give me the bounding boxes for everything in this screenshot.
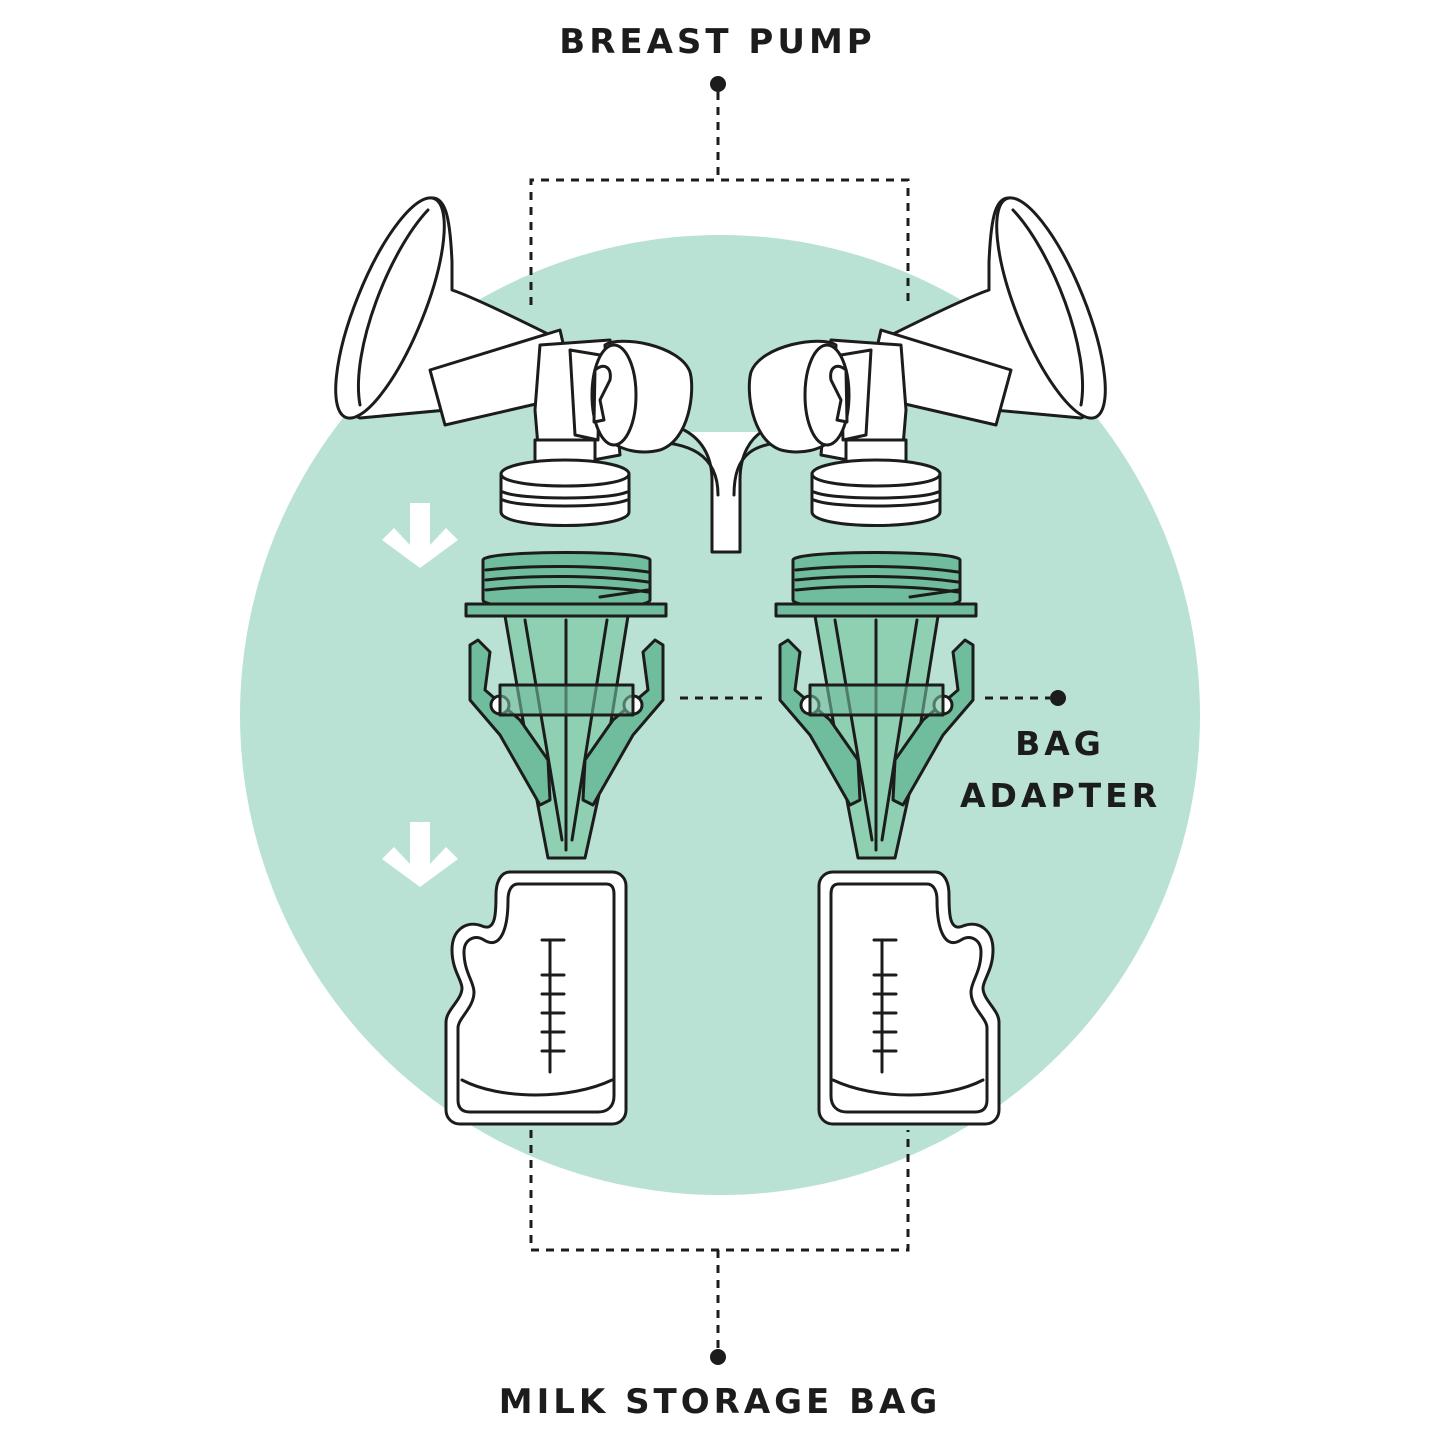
breast-pump-right <box>747 196 1107 527</box>
milk-storage-bag-right <box>817 870 1001 1126</box>
bag-adapter-label: BAG ADAPTER <box>960 718 1160 822</box>
breast-pump-label: BREAST PUMP <box>559 22 876 62</box>
milk-storage-bag-leader <box>529 1130 910 1365</box>
bag-adapter-right <box>774 551 978 860</box>
bag-adapter-label-line1: BAG <box>1015 724 1105 763</box>
bag-adapter-label-line2: ADAPTER <box>960 776 1162 815</box>
breast-pump-left <box>334 196 694 527</box>
milk-storage-bag-label: MILK STORAGE BAG <box>498 1382 942 1422</box>
bag-adapter-leader <box>680 690 1066 706</box>
down-arrow-icon <box>382 503 458 568</box>
down-arrow-icon <box>382 822 458 887</box>
milk-storage-bag-left <box>444 870 628 1126</box>
bag-adapter-left <box>464 551 668 860</box>
breast-pump-leader <box>529 76 910 305</box>
